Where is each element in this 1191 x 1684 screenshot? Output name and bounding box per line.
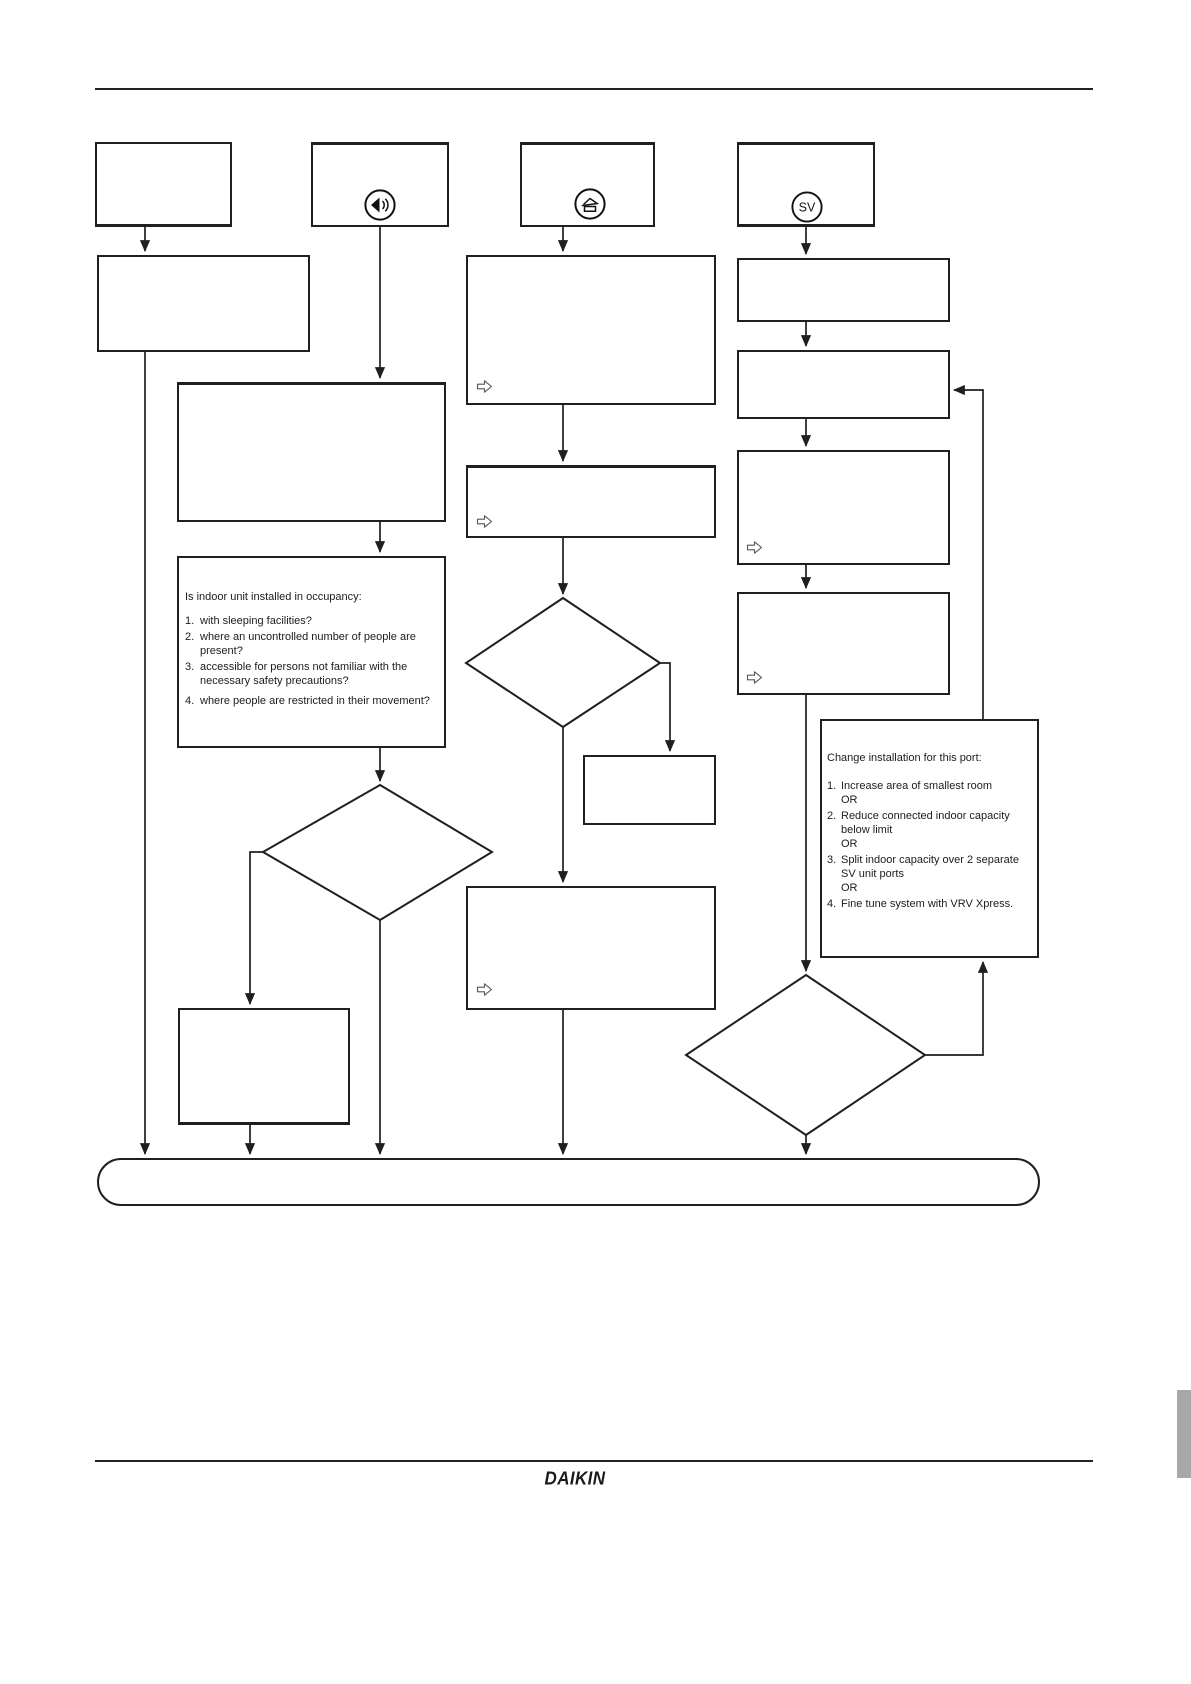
item-text: where an uncontrolled number of people a… (200, 631, 416, 657)
page-edge-tab (1177, 1390, 1191, 1478)
node-col2-result (178, 1008, 350, 1125)
white-right-arrow-icon (746, 671, 763, 684)
occupancy-question-title: Is indoor unit installed in occupancy: (185, 591, 362, 603)
node-col4-step-4 (737, 592, 950, 695)
node-col1-step (97, 255, 310, 352)
change-item: 3. Split indoor capacity over 2 separate… (827, 853, 1034, 895)
or-label: OR (841, 882, 858, 894)
change-item: 4. Fine tune system with VRV Xpress. (827, 897, 1034, 911)
top-rule (95, 88, 1093, 90)
ventilation-opening-icon (574, 188, 606, 220)
change-installation-title: Change installation for this port: (827, 752, 982, 764)
node-col3-step-1 (466, 255, 716, 405)
node-shutoff-valve: SV (737, 142, 875, 227)
item-text-line: Split indoor capacity over 2 separate SV… (841, 854, 1019, 880)
change-item: 1. Increase area of smallest room OR (827, 779, 1034, 807)
node-col4-step-2 (737, 350, 950, 419)
sv-icon: SV (791, 191, 823, 223)
item-number: 1. (185, 615, 195, 627)
item-number: 4. (185, 695, 195, 707)
item-text: accessible for persons not familiar with… (200, 661, 408, 687)
white-right-arrow-icon (476, 983, 493, 996)
item-text-line: Increase area of smallest room (841, 780, 993, 792)
item-text: where people are restricted in their mov… (200, 695, 430, 707)
white-right-arrow-icon (746, 541, 763, 554)
node-audible-alarm (311, 142, 449, 227)
item-text-line: Reduce connected indoor capacity below l… (841, 810, 1010, 836)
item-text: with sleeping facilities? (200, 615, 312, 627)
occupancy-item: 1. with sleeping facilities? (185, 614, 440, 628)
or-label: OR (841, 794, 858, 806)
footer-rule (95, 1460, 1093, 1462)
decision-diamond-col2 (260, 783, 494, 922)
or-label: OR (841, 838, 858, 850)
item-text: Reduce connected indoor capacity below l… (841, 809, 1034, 851)
item-text: Split indoor capacity over 2 separate SV… (841, 853, 1034, 895)
item-text: Increase area of smallest room OR (841, 779, 1034, 807)
change-installation-box: Change installation for this port: 1. In… (820, 719, 1039, 958)
item-number: 4. (827, 898, 837, 910)
speaker-icon (364, 189, 396, 221)
node-col3-step-3 (466, 886, 716, 1010)
white-right-arrow-icon (476, 380, 493, 393)
node-ventilation-opening (520, 142, 655, 227)
occupancy-item: 2. where an uncontrolled number of peopl… (185, 630, 440, 658)
item-number: 3. (185, 661, 195, 673)
node-col2-step (177, 382, 446, 522)
daikin-logo: DAIKIN (544, 1468, 606, 1489)
item-number: 1. (827, 780, 837, 792)
terminal-bar (97, 1158, 1040, 1206)
node-col1-start (95, 142, 232, 227)
sv-icon-label: SV (799, 201, 816, 215)
node-col4-step-1 (737, 258, 950, 322)
node-col3-result (583, 755, 716, 825)
decision-diamond-col3 (464, 596, 662, 729)
node-col4-step-3 (737, 450, 950, 565)
node-col3-step-2 (466, 465, 716, 538)
occupancy-item: 3. accessible for persons not familiar w… (185, 660, 440, 688)
item-text: Fine tune system with VRV Xpress. (841, 898, 1014, 910)
change-item: 2. Reduce connected indoor capacity belo… (827, 809, 1034, 851)
white-right-arrow-icon (476, 515, 493, 528)
item-number: 3. (827, 854, 837, 866)
occupancy-question-box: Is indoor unit installed in occupancy: 1… (177, 556, 446, 748)
occupancy-item: 4. where people are restricted in their … (185, 694, 440, 708)
decision-diamond-col4 (684, 973, 927, 1137)
item-number: 2. (185, 631, 195, 643)
item-number: 2. (827, 810, 837, 822)
